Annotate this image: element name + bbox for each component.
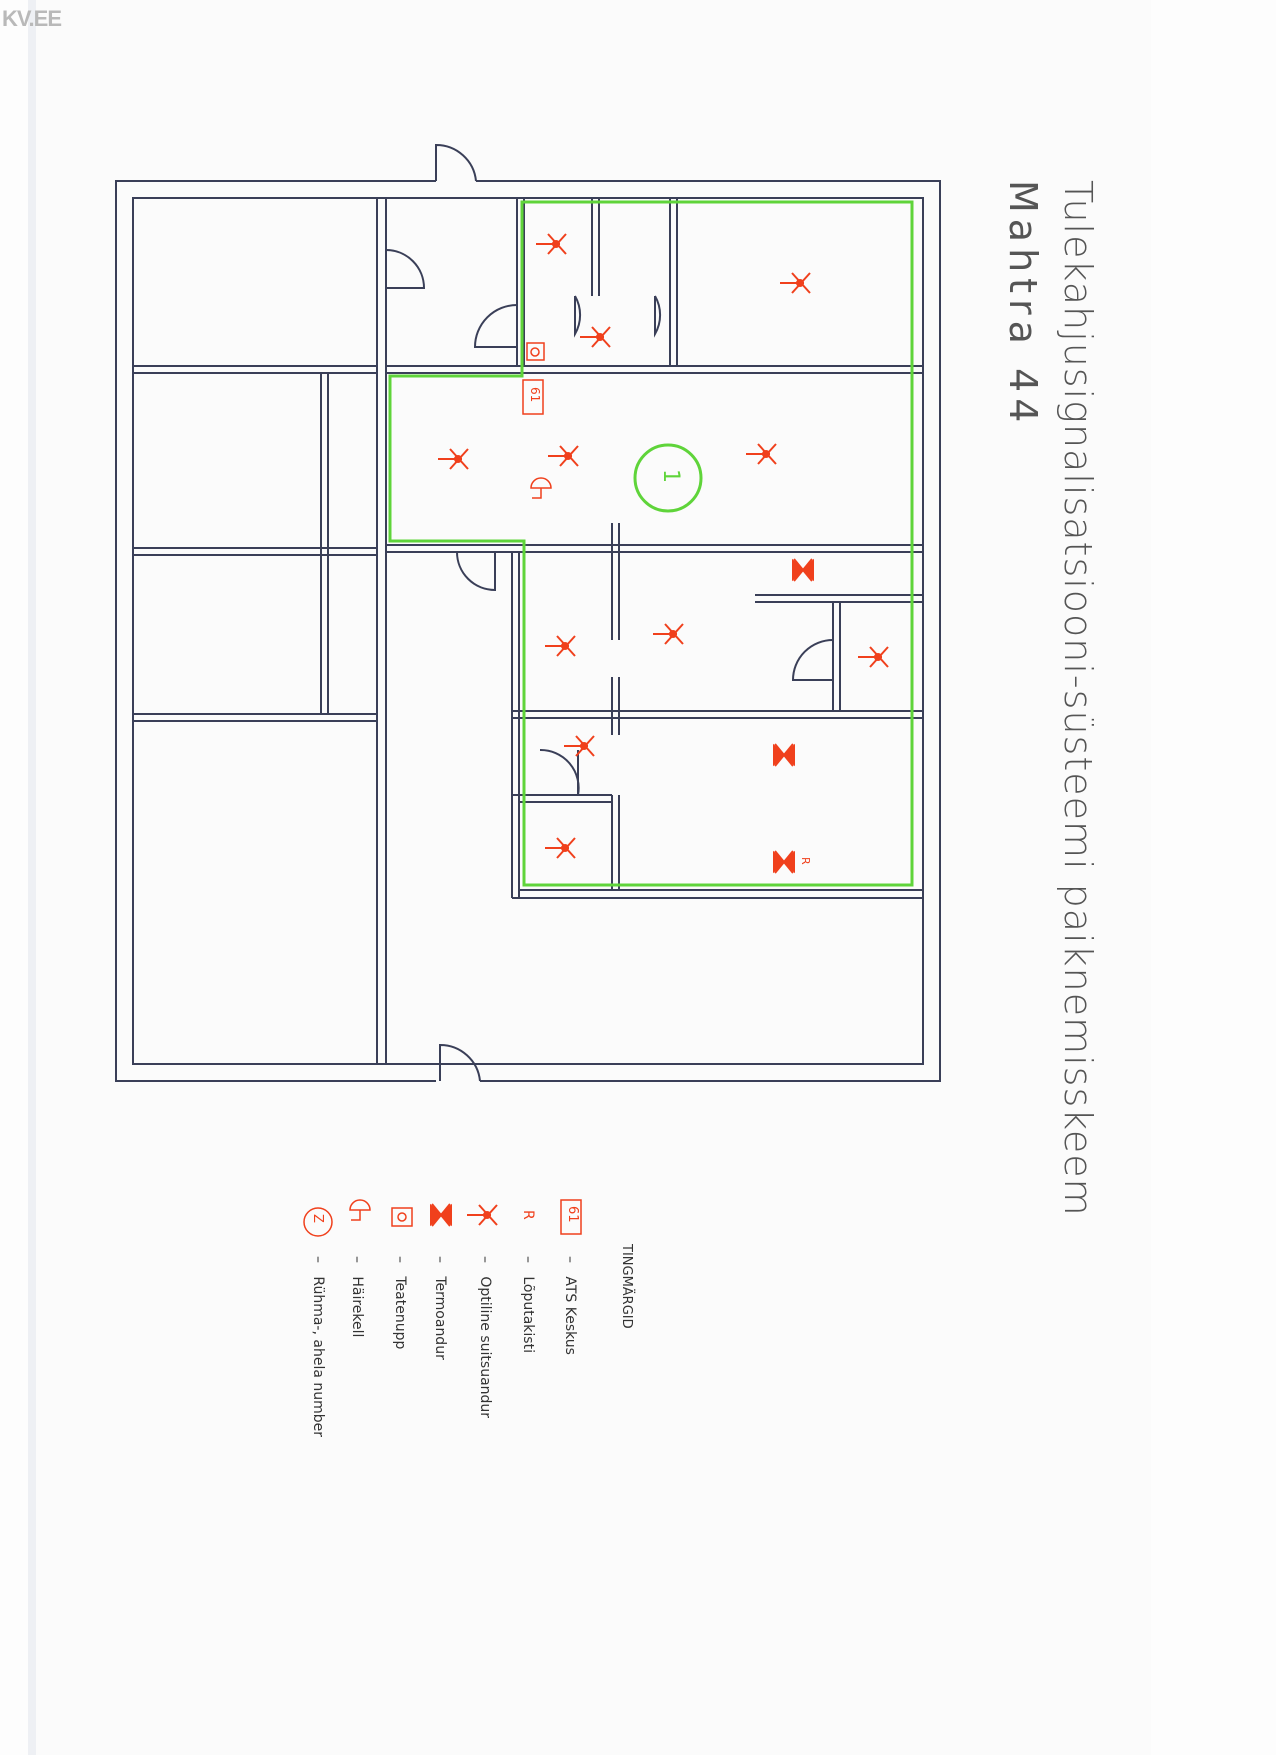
ats-legend-symbol: 61 [565,1206,580,1223]
drawing-sheet [28,0,1151,1755]
zone-1-boundary [388,200,914,887]
legend-label: Lõputakisti [520,1276,536,1353]
legend-item-ats: – ATS Keskus [562,1256,578,1355]
thermo-detector-icon [792,558,805,582]
legend-item-smoke: – Optiline suitsuandur [477,1256,493,1419]
legend-label: Häirekell [349,1276,365,1338]
kv-logo: KV.EE [2,6,62,31]
thermo-detector-icon [773,850,786,874]
legend-label: Optiline suitsuandur [477,1276,493,1419]
group-number-legend-symbol: Z [310,1214,325,1223]
legend-item-group: – Rühma-, ahela number [310,1256,326,1437]
legend-item-callpoint: – Teatenupp [392,1256,408,1350]
legend-item-thermo: – Termoandur [432,1256,448,1360]
legend-item-bell: – Häirekell [349,1256,365,1338]
walls [115,180,941,1082]
doors [385,143,834,1086]
thermo-detector-icon [430,1203,443,1227]
alarm-bell-icon [530,477,552,499]
legend-title: TINGMÄRGID [619,1244,634,1329]
call-point-icon [526,342,545,361]
zone-number-circle [633,443,703,513]
resistor-legend-symbol: R [520,1210,536,1220]
legend-label: Teatenupp [392,1276,408,1350]
legend-symbols [303,1199,582,1237]
legend-label: ATS Keskus [562,1276,578,1355]
legend-item-resistor: – Lõputakisti [520,1256,536,1353]
thermo-detector-icon [773,743,786,767]
zone-number: 1 [658,469,683,483]
ats-label: 61 [528,387,542,403]
end-resistor-label: R [799,857,812,865]
ats-panel-icon [522,379,544,415]
legend-label: Termoandur [432,1276,448,1360]
legend-label: Rühma-, ahela number [310,1276,326,1437]
